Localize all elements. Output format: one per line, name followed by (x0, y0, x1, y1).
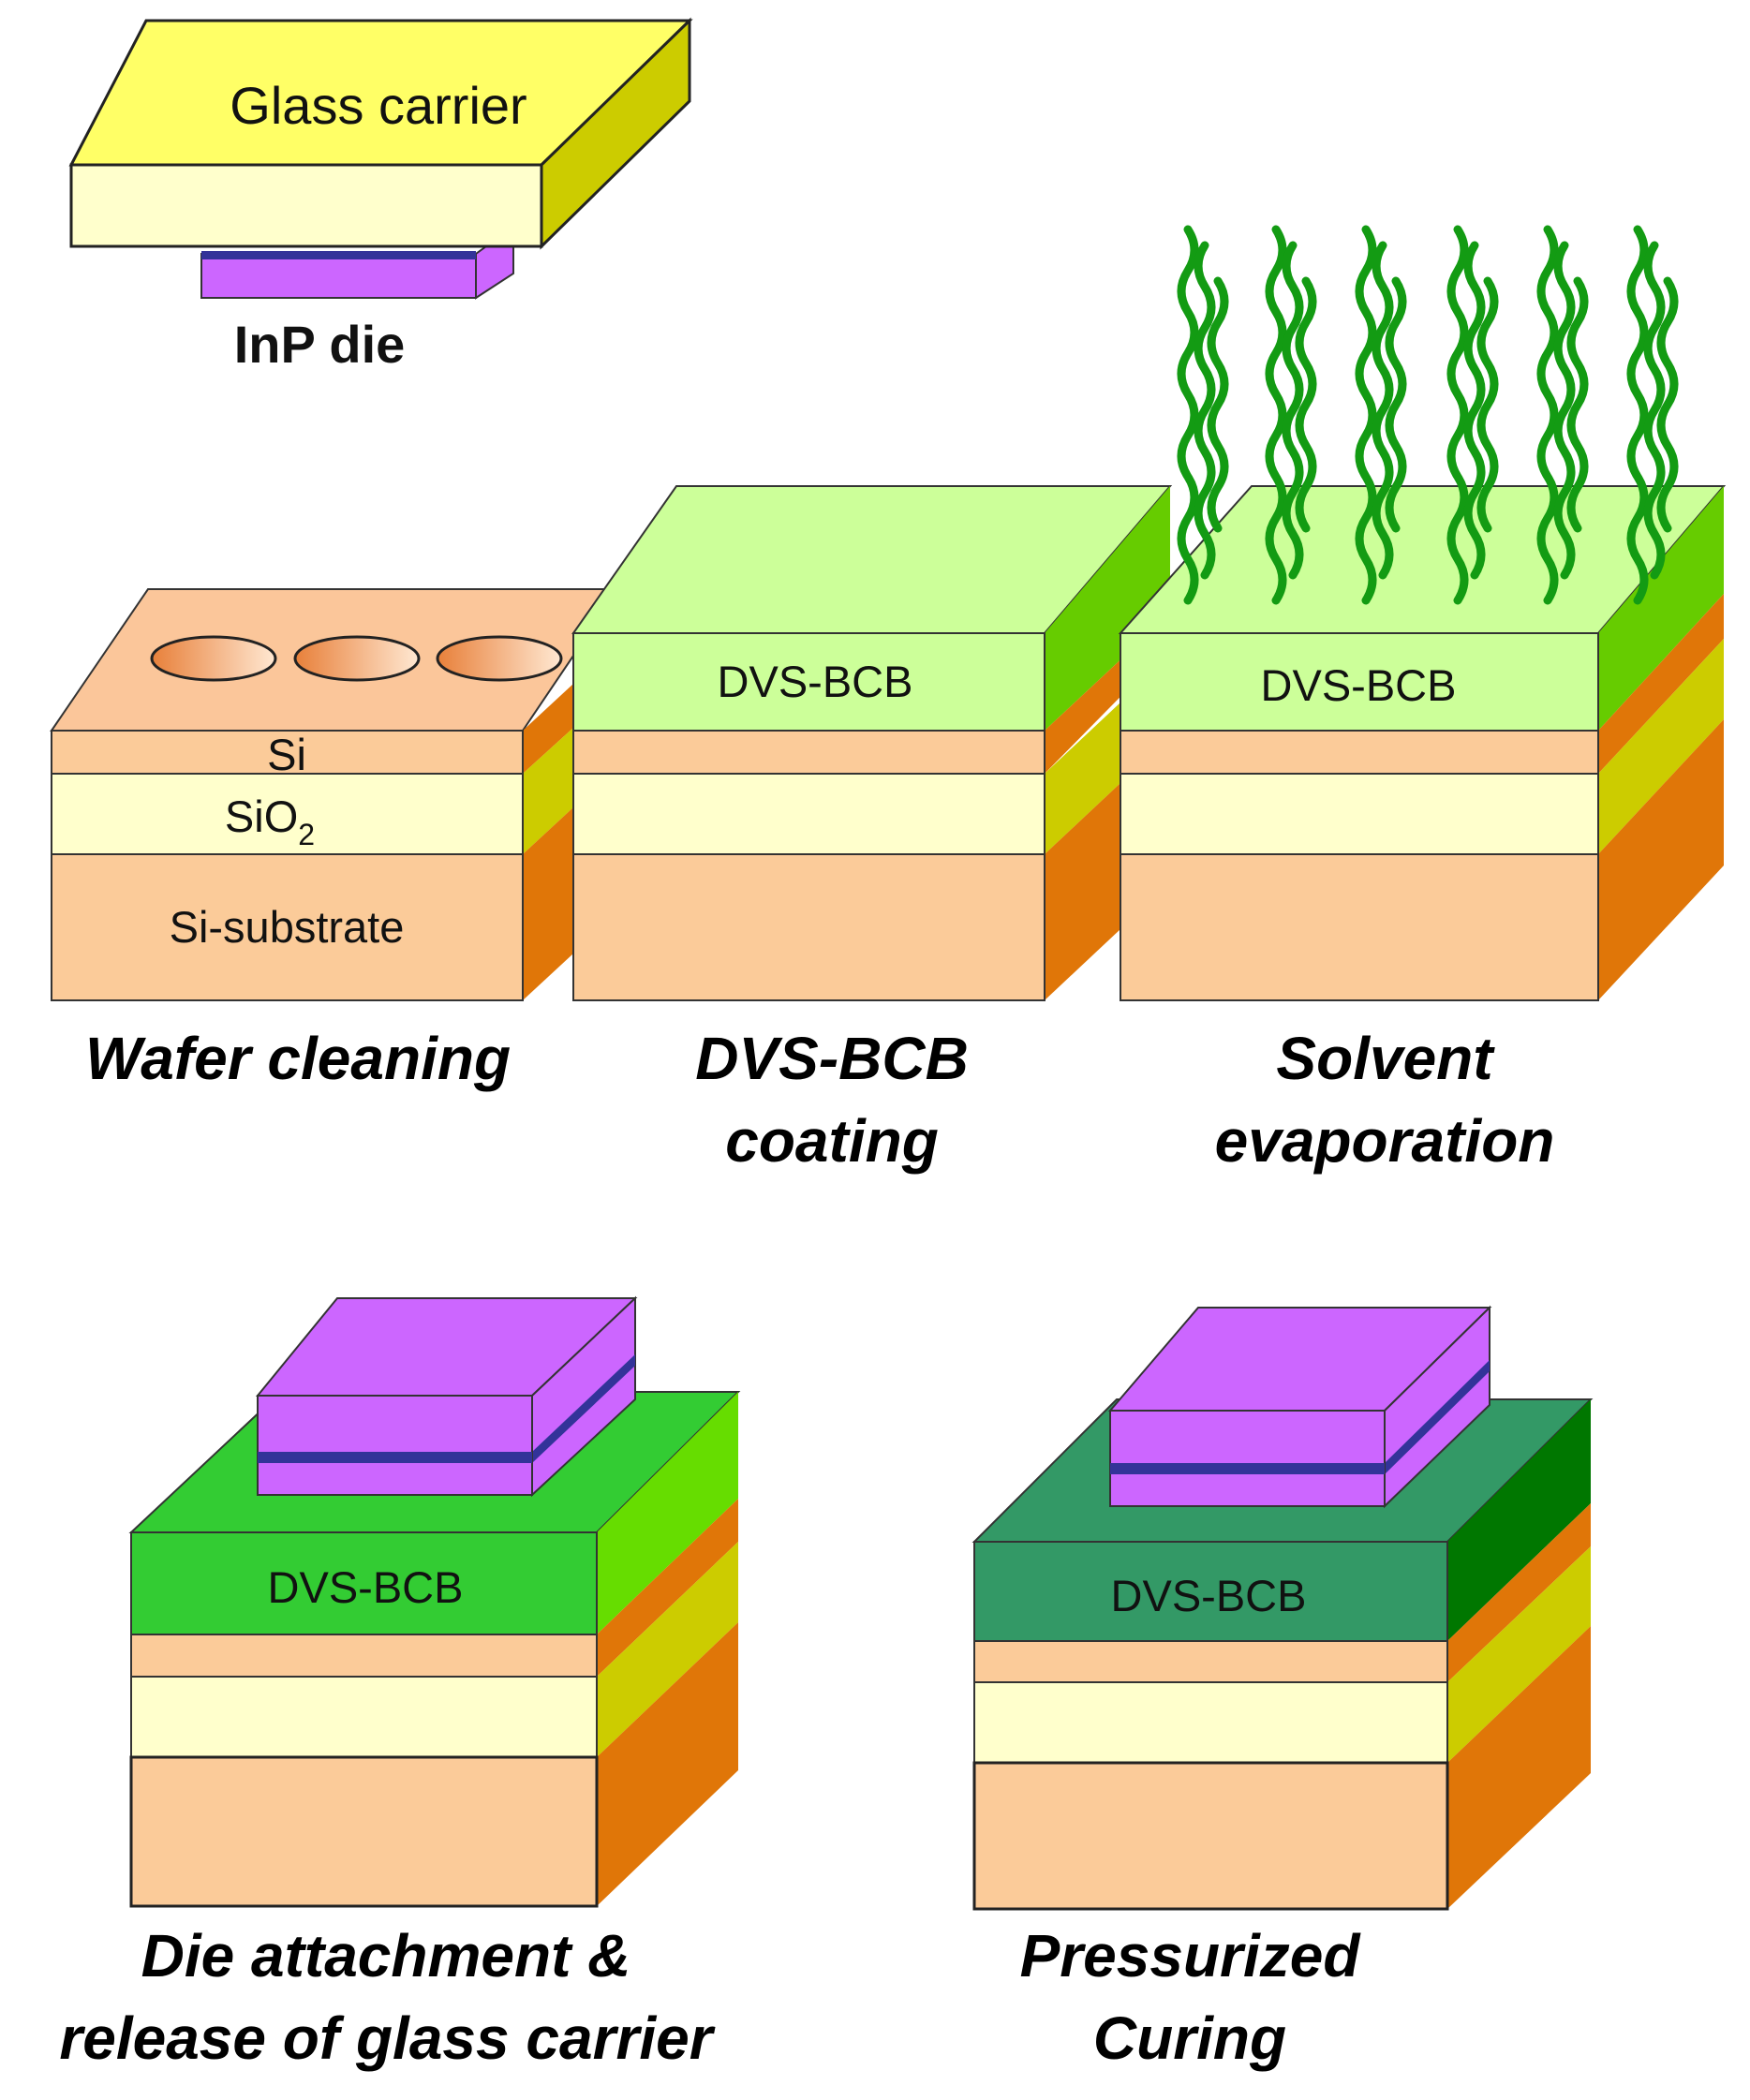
si-layer-label: Si (267, 730, 306, 779)
step-label-curing-line2: Curing (1093, 2004, 1286, 2072)
si-layer (130, 1634, 598, 1678)
substrate-side (597, 1622, 738, 1906)
attached-inp-die (255, 1295, 638, 1498)
sio2-layer-side (1598, 639, 1724, 854)
substrate-side (523, 807, 573, 1000)
bcb-layer-side (1598, 486, 1724, 731)
cured-inp-die (1107, 1305, 1492, 1509)
wafer-cleaning-stack: Si SiO2 Si-substrate (50, 588, 620, 1001)
step-label-coating-line2: coating (725, 1107, 939, 1175)
sio2-layer (973, 1681, 1448, 1764)
inp-die-front (200, 253, 477, 299)
inp-die-side-band (532, 1354, 635, 1463)
bcb-layer-side (1447, 1399, 1591, 1641)
inp-die-under-carrier (200, 225, 514, 300)
si-layer (973, 1640, 1448, 1683)
substrate-side (1045, 783, 1120, 1000)
glass-carrier-assembly: Glass carrier InP die (68, 17, 693, 374)
step-label-evaporation-line1: Solvent (1276, 1025, 1495, 1092)
si-layer-side (1598, 594, 1724, 774)
solvent-vapor-wave-icon (1177, 225, 1199, 605)
step-label-coating-line1: DVS-BCB (695, 1025, 969, 1092)
inp-die-band (258, 1452, 532, 1463)
substrate-side (1447, 1626, 1591, 1909)
step-label-attach-line1: Die attachment & (141, 1922, 631, 1989)
si-substrate-label: Si-substrate (170, 902, 405, 952)
solvent-vapor-wave-icon (1476, 276, 1499, 533)
si-layer-side (523, 684, 573, 774)
solvent-vapor-wave-icon (1656, 276, 1679, 533)
solvent-evaporation-stack: DVS-BCB (1118, 225, 1727, 1001)
solvent-vapor-wave-icon (1626, 225, 1649, 605)
sio2-layer (130, 1676, 598, 1758)
bcb-layer-side (597, 1392, 738, 1634)
solvent-vapor-wave-icon (1372, 241, 1394, 580)
step-label-evaporation-line2: evaporation (1215, 1107, 1555, 1175)
sio2-layer-label: SiO2 (225, 791, 315, 851)
solvent-vapor-wave-icon (1295, 276, 1317, 533)
solvent-vapor-wave-icon (1463, 241, 1486, 580)
si-substrate-layer (972, 1761, 1449, 1911)
inp-die-front (257, 1395, 533, 1496)
sio2-layer-side (1447, 1546, 1591, 1763)
surface-pit-icon (436, 635, 563, 682)
solvent-vapor-wave-icon (1553, 241, 1576, 580)
solvent-vapor-wave-icon (1536, 225, 1559, 605)
surface-pits (150, 635, 563, 682)
solvent-vapor-wave-icon (1207, 276, 1229, 533)
solvent-vapor-wave-icon (1566, 276, 1589, 533)
si-layer (1120, 730, 1599, 775)
si-substrate-layer (1120, 853, 1599, 1001)
inp-die-band (201, 251, 476, 259)
si-layer-side (1447, 1503, 1591, 1682)
bcb-layer-label: DVS-BCB (718, 657, 913, 706)
sio2-layer (1120, 773, 1599, 855)
sio2-layer-side (523, 728, 573, 854)
solvent-vapor-wave-icon (1265, 225, 1287, 605)
sio2-layer-side (1045, 702, 1120, 854)
inp-die-band (1110, 1463, 1385, 1474)
glass-carrier-label: Glass carrier (230, 76, 526, 135)
step-label-wafer-cleaning: Wafer cleaning (85, 1025, 511, 1092)
bcb-layer-label: DVS-BCB (1261, 660, 1457, 710)
glass-carrier: Glass carrier (68, 17, 693, 250)
bcb-coating-stack: DVS-BCB (571, 485, 1173, 1001)
bcb-layer-label: DVS-BCB (1111, 1571, 1307, 1620)
solvent-vapor-wave-icon (1385, 276, 1407, 533)
bcb-layer (130, 1531, 598, 1635)
si-layer (572, 730, 1046, 775)
solvent-vapor-wave-icon (1355, 225, 1377, 605)
si-substrate-layer (129, 1755, 599, 1908)
si-layer-side (597, 1499, 738, 1677)
glass-carrier-front (69, 163, 543, 248)
surface-pit-icon (150, 635, 277, 682)
bcb-layer-side (1045, 486, 1170, 731)
substrate-side (1598, 719, 1724, 1000)
die-attachment-stack: DVS-BCB (128, 1295, 741, 1908)
sio2-layer (572, 773, 1046, 855)
solvent-vapor-wave-icon (1282, 241, 1304, 580)
inp-die-front (1109, 1410, 1386, 1507)
step-label-curing-line1: Pressurized (1020, 1922, 1362, 1989)
bcb-layer (1120, 632, 1599, 732)
sio2-layer-side (597, 1542, 738, 1757)
inp-die-side-band (1385, 1360, 1490, 1474)
surface-pit-icon (293, 635, 421, 682)
solvent-vapor-wave-icon (1194, 241, 1216, 580)
solvent-vapor-group (1177, 225, 1679, 605)
inp-die-label: InP die (234, 315, 406, 374)
si-substrate-layer (572, 853, 1046, 1001)
bcb-layer-label: DVS-BCB (268, 1562, 464, 1612)
si-substrate-layer (51, 853, 524, 1001)
pressurized-curing-stack: DVS-BCB (971, 1305, 1594, 1911)
solvent-vapor-wave-icon (1446, 225, 1469, 605)
solvent-vapor-wave-icon (1643, 241, 1666, 580)
step-label-attach-line2: release of glass carrier (59, 2004, 715, 2072)
